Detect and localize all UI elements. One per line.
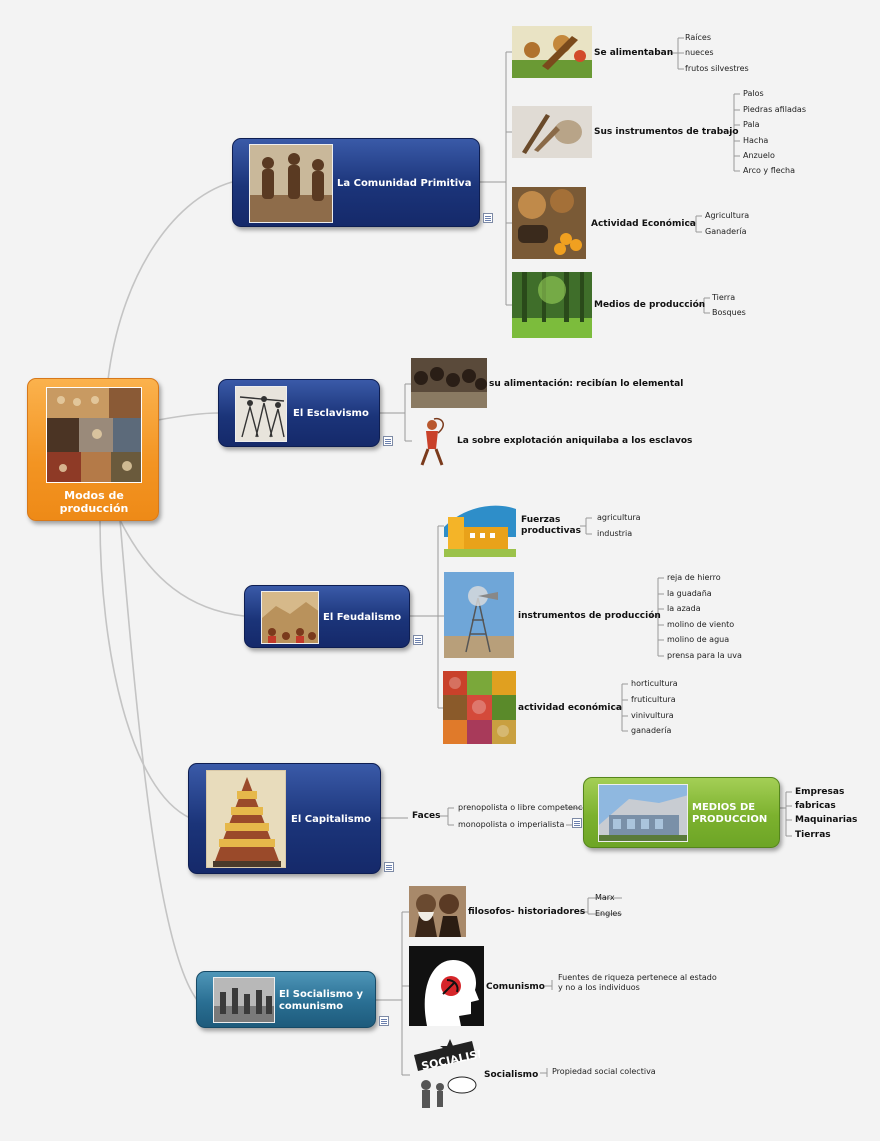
socialismo-poster-image: SOCIALISMO [410,1035,480,1111]
medios-produccion-building-image [598,784,688,842]
leaf-arco-flecha: Arco y flecha [743,166,796,175]
branch-faces: Faces [412,811,441,821]
medios-produccion-image [512,272,592,338]
esclavismo-alimentacion-image [411,358,487,408]
socialismo-note-icon[interactable] [379,1016,389,1026]
leaf-raices: Raíces [685,33,711,42]
node-capitalismo[interactable]: El Capitalismo [188,763,381,874]
root-collage-image [46,387,142,483]
leaf-monopolista: monopolista o imperialista [458,820,565,829]
leaf-fabricas: fabricas [795,801,836,811]
node-comunidad-primitiva[interactable]: La Comunidad Primitiva [232,138,480,227]
branch-medios-produccion: Medios de producción [594,300,706,310]
leaf-frutos-silvestres: frutos silvestres [685,64,749,73]
branch-instrumentos-trabajo: Sus instrumentos de trabajo [594,127,739,137]
filosofos-image [409,886,466,937]
leaf-fuentes-riqueza: Fuentes de riqueza pertenece al estado y… [558,973,717,992]
leaf-marx: Marx [595,893,615,902]
leaf-bosques: Bosques [712,308,746,317]
leaf-agricultura: Agricultura [705,211,750,220]
esclavismo-label: El Esclavismo [293,408,369,419]
leaf-maquinarias: Maquinarias [795,815,858,825]
node-feudalismo[interactable]: El Feudalismo [244,585,410,648]
feudalismo-image [261,591,319,644]
comunidad-primitiva-image [249,144,333,223]
branch-actividad-economica: Actividad Económica [591,219,696,229]
leaf-industria: industria [597,529,633,538]
feudalismo-label: El Feudalismo [323,612,402,623]
capitalismo-label: El Capitalismo [291,814,372,825]
node-medios-produccion[interactable]: MEDIOS DE PRODUCCION [583,777,780,848]
leaf-tierra: Tierra [712,293,736,302]
comunidad-primitiva-label: La Comunidad Primitiva [337,178,472,189]
esclavismo-image [235,386,287,442]
socialismo-label: El Socialismo y comunismo [279,989,364,1012]
leaf-prensa-uva: prensa para la uva [667,651,742,660]
leaf-palos: Palos [743,89,764,98]
comunidad-note-icon[interactable] [483,213,493,223]
se-alimentaban-image [512,26,592,78]
socialismo-image [213,977,275,1023]
leaf-reja-hierro: reja de hierro [667,573,721,582]
node-socialismo[interactable]: El Socialismo y comunismo [196,971,376,1028]
root-node[interactable]: Modos de producción [27,378,159,521]
leaf-fruticultura: fruticultura [631,695,676,704]
leaf-engles: Engles [595,909,622,918]
leaf-agricultura-feudal: agricultura [597,513,641,522]
leaf-propiedad-social: Propiedad social colectiva [552,1067,656,1076]
root-label: Modos de producción [59,489,129,515]
esclavismo-note-icon[interactable] [383,436,393,446]
leaf-prenopolista: prenopolista o libre competencia [458,803,590,812]
leaf-hacha: Hacha [743,136,769,145]
leaf-guadana: la guadaña [667,589,712,598]
fuerzas-productivas-image [444,497,516,557]
branch-se-alimentaban: Se alimentaban [594,48,674,58]
feudalismo-note-icon[interactable] [413,635,423,645]
leaf-molino-viento: molino de viento [667,620,735,629]
comunismo-image [409,946,484,1026]
branch-actividad-economica-feudal: actividad económica [518,703,622,713]
capitalismo-note-icon[interactable] [384,862,394,872]
branch-socialismo: Socialismo [484,1070,539,1080]
instrumentos-trabajo-image [512,106,592,158]
node-esclavismo[interactable]: El Esclavismo [218,379,380,447]
leaf-nueces: nueces [685,48,714,57]
leaf-vinivultura: vinivultura [631,711,674,720]
branch-esclavismo-alimentacion: su alimentación: recibían lo elemental [489,379,684,389]
leaf-pala: Pala [743,120,760,129]
medios-produccion-label: MEDIOS DE PRODUCCION [692,802,768,825]
leaf-piedras-afiladas: Piedras afiladas [743,105,806,114]
branch-comunismo: Comunismo [486,982,545,992]
actividad-economica-image [512,187,586,259]
branch-fuerzas-productivas: Fuerzas productivas [521,515,581,536]
leaf-empresas: Empresas [795,787,845,797]
leaf-molino-agua: molino de agua [667,635,730,644]
actividad-economica-feudal-image [443,671,516,744]
leaf-tierras: Tierras [795,830,831,840]
leaf-ganaderia: Ganadería [705,227,747,236]
faces-note-icon[interactable] [572,818,582,828]
esclavismo-explotacion-image [412,415,450,467]
instrumentos-produccion-image [444,572,514,658]
branch-filosofos: filosofos- historiadores [468,907,586,917]
leaf-anzuelo: Anzuelo [743,151,775,160]
branch-esclavismo-explotacion: La sobre explotación aniquilaba a los es… [457,436,693,446]
leaf-ganaderia-feudal: ganadería [631,726,672,735]
branch-instrumentos-produccion: instrumentos de producción [518,611,661,621]
leaf-azada: la azada [667,604,701,613]
leaf-horticultura: horticultura [631,679,678,688]
capitalismo-image [206,770,286,868]
